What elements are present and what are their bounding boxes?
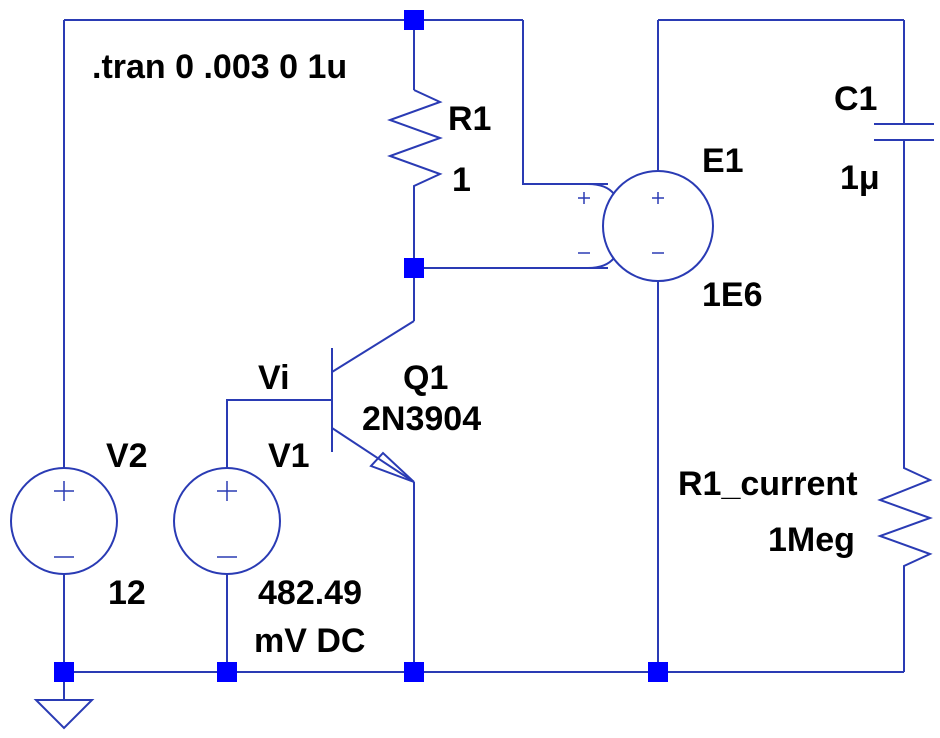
e1-in-plus-arc	[587, 183, 615, 195]
node-ground-left[interactable]	[54, 662, 74, 682]
c1-value: 1μ	[840, 159, 880, 197]
node-ground-emitter[interactable]	[404, 662, 424, 682]
resistor-r1-current[interactable]	[877, 462, 933, 572]
spice-directive[interactable]: .tran 0 .003 0 1u	[92, 48, 347, 86]
r1-current-value: 1Meg	[768, 521, 855, 559]
node-ground-v1[interactable]	[217, 662, 237, 682]
wire-e1-plus-input	[522, 20, 608, 185]
transistor-q1[interactable]	[331, 320, 415, 483]
e1-name: E1	[702, 142, 744, 180]
source-v1[interactable]	[173, 467, 281, 575]
v2-name: V2	[106, 437, 148, 475]
q1-emitter-arrow	[369, 451, 415, 483]
source-e1-body	[602, 170, 714, 282]
junction-nodes	[54, 10, 668, 682]
v1-value-line1: 482.49	[258, 574, 362, 612]
v1-value-line2: mV DC	[254, 622, 365, 660]
q1-model: 2N3904	[362, 400, 481, 438]
capacitor-c1[interactable]	[874, 123, 934, 141]
r1-current-name: R1_current	[678, 465, 858, 503]
node-top[interactable]	[404, 10, 424, 30]
resistor-r1-current-zigzag	[877, 462, 933, 572]
resistor-r1-zigzag	[387, 89, 443, 193]
c1-name: C1	[834, 80, 877, 118]
q1-emitter-lead	[331, 427, 415, 483]
e1-in-minus-arc	[587, 257, 615, 269]
q1-name: Q1	[403, 359, 448, 397]
resistor-r1[interactable]	[387, 89, 443, 193]
node-r1-collector[interactable]	[404, 258, 424, 278]
source-v2[interactable]	[10, 467, 118, 575]
v2-value: 12	[108, 574, 146, 612]
r1-name: R1	[448, 100, 491, 138]
source-e1[interactable]	[578, 170, 714, 282]
wire-vi	[226, 399, 332, 468]
e1-value: 1E6	[702, 276, 763, 314]
node-ground-e1[interactable]	[648, 662, 668, 682]
source-v2-body	[10, 467, 118, 575]
ground-symbol	[33, 699, 95, 730]
r1-value: 1	[452, 161, 471, 199]
vi-net-label: Vi	[258, 359, 290, 397]
wires	[63, 19, 905, 700]
v1-name: V1	[268, 437, 310, 475]
q1-collector-lead	[331, 320, 415, 373]
source-v1-body	[173, 467, 281, 575]
